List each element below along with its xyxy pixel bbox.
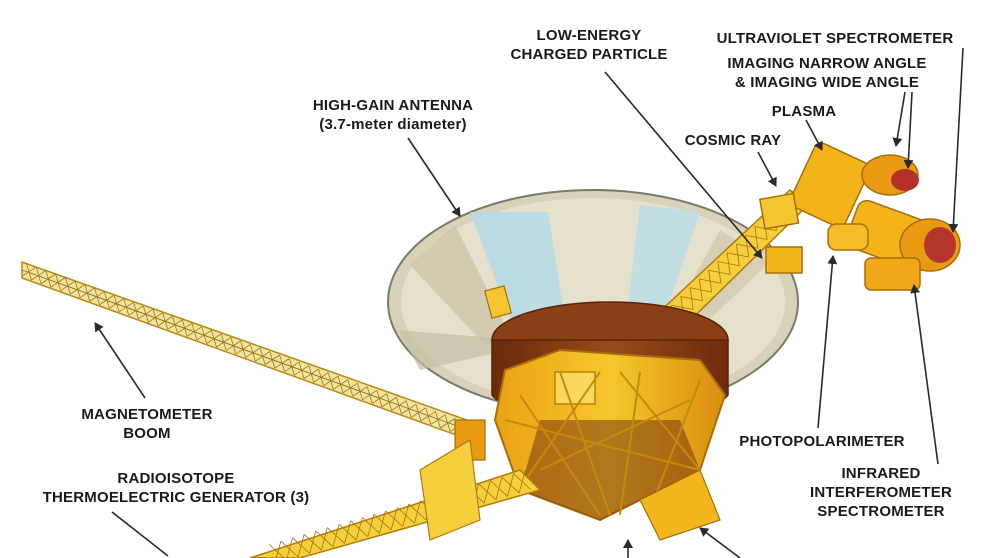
label-cosmic-ray: COSMIC RAY bbox=[684, 132, 782, 149]
label-low-energy-charged-particle: LOW-ENERGY CHARGED PARTICLE bbox=[510, 27, 668, 63]
leader-cosmic-ray bbox=[757, 151, 777, 187]
leader-high-gain bbox=[407, 137, 461, 217]
leader-plasma bbox=[805, 119, 823, 151]
label-magnetometer-boom: MAGNETOMETER BOOM bbox=[81, 406, 213, 442]
label-plasma: PLASMA bbox=[771, 103, 837, 120]
scan-platform bbox=[758, 142, 961, 291]
leader-infrared bbox=[910, 284, 939, 465]
rtg-boom bbox=[249, 419, 542, 558]
label-photopolarimeter: PHOTOPOLARIMETER bbox=[739, 433, 905, 450]
leader-photopolarimeter bbox=[817, 255, 838, 429]
label-high-gain-antenna: HIGH-GAIN ANTENNA (3.7-meter diameter) bbox=[312, 97, 474, 133]
label-ultraviolet-spectrometer: ULTRAVIOLET SPECTROMETER bbox=[716, 30, 954, 47]
leader-imaging-1 bbox=[892, 91, 906, 147]
magnetometer-boom bbox=[21, 260, 480, 441]
leader-magnetometer bbox=[94, 322, 146, 399]
leader-rtg bbox=[111, 511, 169, 557]
label-radioisotope-generator: RADIOISOTOPE THERMOELECTRIC GENERATOR (3… bbox=[42, 470, 310, 506]
spacecraft-bus bbox=[483, 285, 729, 541]
label-infrared-interferometer-spectrometer: INFRARED INTERFEROMETER SPECTROMETER bbox=[810, 465, 952, 520]
leader-lines bbox=[94, 47, 964, 558]
leader-uv bbox=[948, 47, 964, 233]
leader-low-energy bbox=[604, 71, 763, 259]
label-imaging: IMAGING NARROW ANGLE & IMAGING WIDE ANGL… bbox=[727, 55, 927, 91]
leader-bottom-2 bbox=[699, 527, 741, 558]
leader-imaging-2 bbox=[903, 91, 914, 169]
